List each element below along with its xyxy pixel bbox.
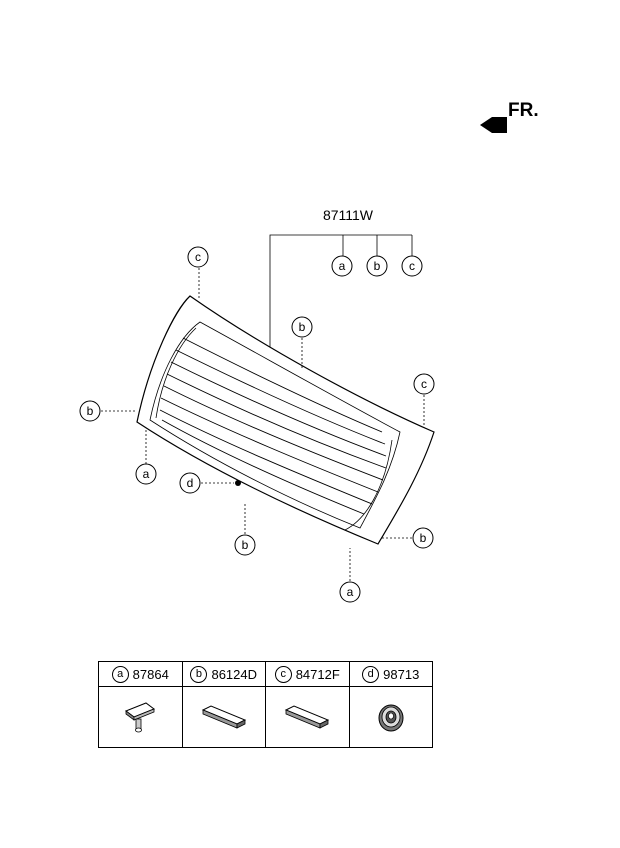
- legend-letter: c: [274, 665, 292, 683]
- grommet-icon: [378, 704, 404, 732]
- front-direction-label: FR.: [508, 100, 539, 121]
- left-bus-bar: [155, 327, 197, 419]
- legend-letter: b: [190, 665, 208, 683]
- legend-letter: a: [111, 665, 129, 683]
- callout-a-left: a: [135, 430, 157, 485]
- grommet-dot: [235, 480, 241, 486]
- part-bracket: [269, 234, 413, 360]
- svg-text:a: a: [339, 259, 346, 273]
- front-direction-indicator: FR.: [480, 100, 539, 133]
- svg-text:d: d: [187, 476, 194, 490]
- legend-part-number: 84712F: [295, 666, 340, 682]
- svg-text:b: b: [420, 531, 427, 545]
- callout-d: d: [179, 472, 241, 494]
- legend-cell-c: c 84712F: [266, 662, 350, 747]
- callout-c-right: c: [413, 373, 435, 428]
- parts-legend-table: a 87864 b 86124D c: [98, 661, 433, 748]
- svg-text:a: a: [143, 467, 150, 481]
- svg-text:b: b: [242, 538, 249, 552]
- glass-inner-border: [149, 321, 401, 529]
- callout-a-bottom: a: [339, 548, 361, 603]
- svg-text:b: b: [374, 259, 381, 273]
- right-bus-bar: [344, 439, 393, 531]
- defroster-grid: [159, 337, 387, 515]
- svg-text:c: c: [421, 377, 427, 391]
- pad-icon: [285, 705, 330, 729]
- clip-icon: [125, 702, 156, 733]
- legend-part-number: 87864: [132, 666, 169, 682]
- legend-cell-d: d 98713: [349, 662, 432, 747]
- svg-text:b: b: [299, 320, 306, 334]
- glass-outline: [136, 295, 435, 545]
- pad-icon: [201, 705, 246, 729]
- rear-window-glass: [136, 295, 435, 545]
- svg-text:b: b: [87, 404, 94, 418]
- svg-text:c: c: [409, 259, 415, 273]
- callout-c-bracket: c: [401, 255, 423, 277]
- legend-cell-b: b 86124D: [182, 662, 266, 747]
- legend-part-number: 98713: [383, 666, 420, 682]
- callout-b-bracket: b: [366, 255, 388, 277]
- callout-b-left: b: [79, 400, 136, 422]
- legend-part-number: 86124D: [211, 666, 258, 682]
- callout-b-right: b: [382, 527, 434, 549]
- callout-b-bottom: b: [234, 502, 256, 556]
- legend-letter: d: [362, 665, 380, 683]
- main-part-number: 87111W: [323, 207, 374, 223]
- callout-c-top-left: c: [187, 246, 209, 300]
- callout-b-top: b: [291, 316, 313, 370]
- front-arrow-icon: [480, 117, 507, 133]
- svg-text:a: a: [347, 585, 354, 599]
- legend-cell-a: a 87864: [99, 662, 183, 747]
- svg-text:c: c: [195, 250, 201, 264]
- callout-a-bracket: a: [331, 255, 353, 277]
